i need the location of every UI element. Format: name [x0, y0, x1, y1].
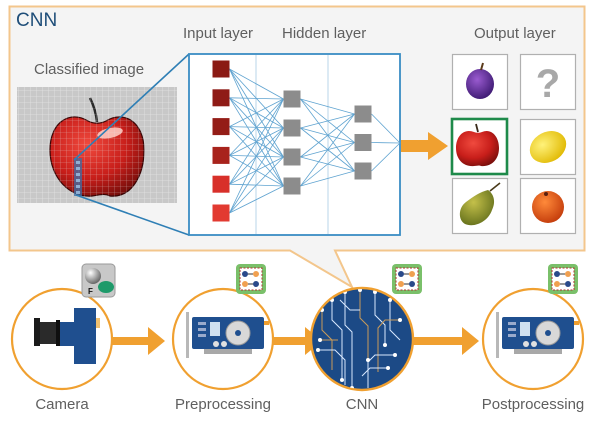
circuit-icon — [316, 289, 402, 389]
stage-label-preprocessing: Preprocessing — [175, 396, 271, 413]
network-edge — [300, 113, 355, 187]
circuit-trace — [377, 319, 400, 372]
arrow-cnn-to-postprocessing — [410, 327, 479, 355]
network-edge — [300, 142, 355, 187]
hidden-node — [283, 119, 301, 137]
neural-network-box — [188, 53, 401, 236]
circuit-trace — [321, 310, 333, 370]
hidden-layer-label: Hidden layer — [282, 25, 367, 42]
output-cell-unknown — [519, 53, 577, 111]
input-node — [212, 89, 230, 107]
network-edge — [300, 98, 355, 115]
network-edge — [300, 170, 355, 187]
circuit-pad — [318, 338, 322, 342]
frame-grabber-badge-icon: F — [81, 263, 116, 298]
network-edge — [229, 98, 284, 214]
applet-badge-icon — [392, 264, 422, 294]
network-edge — [229, 98, 284, 185]
camera-icon — [34, 308, 100, 364]
output-grid: ? — [450, 53, 577, 235]
network-edge — [371, 113, 401, 144]
plum-icon — [466, 69, 494, 99]
hidden-node — [283, 177, 301, 195]
circuit-pad — [398, 318, 402, 322]
applet-badge-icon — [548, 264, 578, 294]
arrow-preprocessing-to-cnn — [272, 327, 322, 355]
input-node — [212, 175, 230, 193]
pcie-card-icon — [496, 312, 579, 358]
hidden-node — [283, 148, 301, 166]
hidden-node — [354, 105, 372, 123]
stage-postprocessing[interactable] — [481, 264, 585, 391]
hidden-node — [283, 90, 301, 108]
circuit-pad — [366, 358, 370, 362]
circuit-trace — [344, 292, 353, 388]
input-node — [212, 204, 230, 222]
circuit-pad — [386, 366, 390, 370]
network-edge — [229, 98, 284, 156]
circuit-pad — [383, 343, 387, 347]
applet-badge-icon — [236, 264, 266, 294]
network-edge — [371, 142, 401, 144]
input-layer-label: Input layer — [183, 25, 254, 42]
hidden-node — [354, 134, 372, 151]
projection-lines — [73, 53, 190, 236]
pear-icon — [459, 190, 495, 226]
network-edge — [229, 98, 284, 127]
circuit-trace — [331, 300, 343, 380]
network-edge — [300, 113, 355, 129]
network-edge — [229, 97, 284, 100]
circuit-trace — [389, 300, 401, 341]
circuit-pad — [388, 298, 392, 302]
input-node — [212, 60, 230, 78]
stage-label-cnn: CNN — [345, 396, 379, 413]
output-layer-label: Output layer — [474, 25, 556, 42]
arrow-camera-to-preprocessing — [112, 327, 165, 355]
circuit-trace — [318, 349, 346, 385]
network-edge — [229, 156, 284, 214]
svg-text:F: F — [88, 287, 93, 296]
panel-title: CNN — [16, 10, 58, 31]
apple-icon — [456, 130, 499, 167]
hidden-node — [354, 162, 372, 180]
network-edge — [371, 142, 401, 172]
circuit-pad — [340, 378, 344, 382]
circuit-trace — [339, 299, 360, 311]
circuit-pad — [373, 290, 377, 294]
circuit-trace — [367, 354, 395, 388]
stage-preprocessing[interactable] — [171, 264, 275, 391]
stage-camera[interactable]: F — [10, 263, 116, 391]
circuit-trace — [359, 290, 369, 360]
input-node — [212, 118, 230, 136]
orange-icon — [532, 191, 564, 223]
output-arrow — [401, 132, 448, 160]
question-mark-icon: ? — [536, 62, 560, 106]
classified-image-label: Classified image — [34, 61, 145, 78]
lemon-icon — [529, 131, 567, 163]
network-edge — [300, 113, 355, 158]
pcie-card-icon — [186, 312, 269, 358]
network-edge — [229, 185, 284, 214]
pipeline-arrows — [112, 327, 479, 355]
stage-label-postprocessing: Postprocessing — [481, 396, 585, 413]
stage-cnn[interactable] — [309, 264, 422, 392]
circuit-pad — [316, 348, 320, 352]
network-edge — [229, 127, 284, 214]
circuit-trace — [361, 367, 388, 377]
stage-label-camera: Camera — [35, 396, 89, 413]
circuit-trace — [374, 292, 386, 345]
circuit-pad — [358, 289, 362, 292]
network-edge — [229, 68, 284, 100]
classified-image — [17, 87, 177, 203]
circuit-pad — [393, 353, 397, 357]
input-node — [212, 146, 230, 164]
